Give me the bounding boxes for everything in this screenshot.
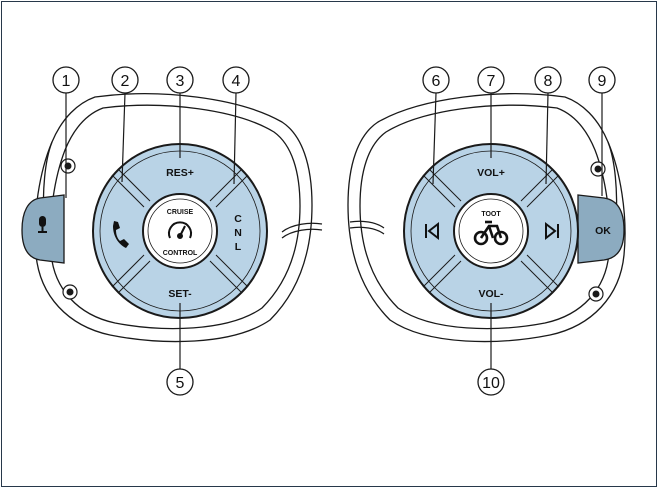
- callout-5: 5: [166, 368, 194, 396]
- callout-1: 1: [52, 66, 80, 94]
- cancel-letter-1: C: [234, 213, 242, 225]
- skip-next-icon[interactable]: [545, 221, 559, 241]
- callout-number: 8: [544, 73, 553, 90]
- bicycle-icon: [473, 220, 509, 246]
- callout-number: 3: [176, 73, 185, 90]
- cancel-letter-3: L: [235, 241, 242, 253]
- volume-down-label[interactable]: VOL-: [478, 288, 504, 300]
- callout-number: 5: [176, 375, 185, 392]
- left-screw-bottom: [62, 284, 78, 300]
- microphone-icon: [38, 216, 47, 233]
- ok-side-button[interactable]: OK: [577, 194, 625, 264]
- toot-label: TOOT: [481, 211, 501, 218]
- skip-previous-icon[interactable]: [425, 221, 439, 241]
- callout-8: 8: [534, 66, 562, 94]
- callout-number: 2: [121, 73, 130, 90]
- speedometer-icon: [168, 221, 192, 239]
- callout-3: 3: [166, 66, 194, 94]
- microphone-side-button[interactable]: [21, 194, 65, 264]
- callout-number: 9: [598, 73, 607, 90]
- callout-9: 9: [588, 66, 616, 94]
- callout-number: 1: [62, 73, 71, 90]
- callout-leader-lines: [65, 92, 603, 369]
- cancel-label[interactable]: C N L: [234, 213, 242, 253]
- callout-number: 10: [482, 375, 500, 392]
- callout-2: 2: [111, 66, 139, 94]
- callout-10: 10: [477, 368, 505, 396]
- ok-label: OK: [595, 225, 611, 237]
- phone-icon[interactable]: [113, 221, 129, 248]
- resume-plus-label[interactable]: RES+: [166, 167, 194, 179]
- left-screw-top: [60, 158, 76, 174]
- callout-number: 4: [232, 73, 241, 90]
- cancel-letter-2: N: [234, 227, 242, 239]
- right-screw-bottom: [588, 286, 604, 302]
- left-cruise-control-pad[interactable]: [92, 143, 268, 319]
- control-label: CONTROL: [163, 250, 198, 257]
- handlebar-wire: [281, 220, 385, 239]
- right-screw-top: [590, 161, 606, 177]
- volume-up-label[interactable]: VOL+: [477, 167, 505, 179]
- callout-number: 7: [487, 73, 496, 90]
- callout-4: 4: [222, 66, 250, 94]
- callout-7: 7: [477, 66, 505, 94]
- set-minus-label[interactable]: SET-: [168, 288, 192, 300]
- callout-number: 6: [432, 73, 441, 90]
- callout-6: 6: [422, 66, 450, 94]
- cruise-label: CRUISE: [167, 209, 194, 216]
